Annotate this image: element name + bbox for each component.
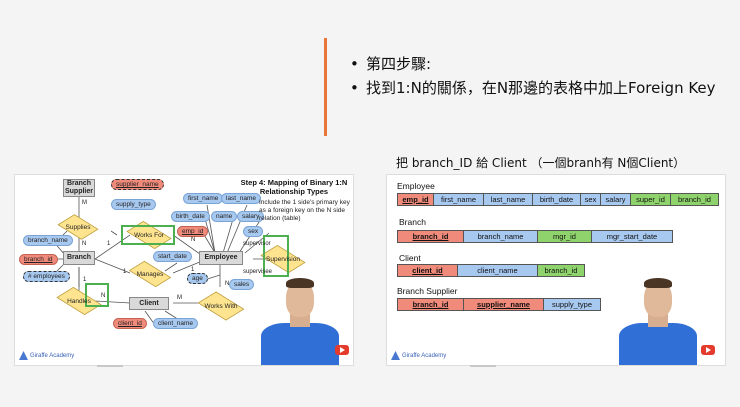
attr-supplier-name[interactable]: supplier_name	[111, 179, 164, 190]
logo-text: Giraffe Academy	[402, 352, 447, 359]
attr-age[interactable]: age	[187, 273, 208, 284]
accent-divider	[324, 38, 327, 136]
step-subtitle: 把 branch_ID 給 Client （一個branh有 N個Client）	[396, 156, 686, 170]
attr-branch-id[interactable]: branch_id	[19, 254, 58, 265]
card-n-works-with: N	[225, 281, 230, 287]
col-birth-date: birth_date	[533, 194, 581, 205]
col-branch-id-fk: branch_id	[538, 265, 584, 276]
card-m-supplies: M	[82, 200, 87, 206]
seek-bar-right[interactable]	[470, 365, 496, 367]
entity-branch-supplier[interactable]: Branch Supplier	[63, 179, 95, 197]
card-1-manages-emp: 1	[191, 267, 195, 273]
entity-employee[interactable]: Employee	[199, 251, 243, 265]
step-body: Include the 1 side's primary key as a fo…	[259, 199, 350, 222]
table-employee: emp_id first_name last_name birth_date s…	[397, 193, 719, 206]
presenter-hair	[644, 278, 672, 288]
col-salary: salary	[601, 194, 631, 205]
attr-client-id[interactable]: client_id	[113, 318, 147, 329]
label-supervisor: supervisor	[243, 241, 271, 247]
label-supervisee: supervisee	[243, 269, 273, 275]
rel-supplies[interactable]: Supplies	[61, 215, 95, 239]
rel-manages[interactable]: Manages	[131, 263, 169, 285]
table-name-branch-supplier: Branch Supplier	[397, 286, 458, 296]
table-name-client: Client	[399, 253, 421, 263]
attr-last-name[interactable]: last_name	[221, 193, 261, 204]
col-last-name: last_name	[484, 194, 533, 205]
attr-sales[interactable]: sales	[229, 279, 255, 290]
step-title: Step 4: Mapping of Binary 1:N Relationsh…	[240, 178, 348, 196]
giraffe-academy-logo: Giraffe Academy	[19, 351, 74, 360]
bullet-instruction: 找到1:N的關係，在N那邊的表格中加上Foreign Key	[350, 76, 730, 100]
attr-supply-type[interactable]: supply_type	[111, 199, 156, 210]
table-branch-supplier: branch_id supplier_name supply_type	[397, 298, 601, 311]
card-m-works-with: M	[177, 295, 182, 301]
seek-bar-left[interactable]	[97, 365, 123, 367]
col-emp-id: emp_id	[398, 194, 434, 205]
attr-client-name[interactable]: client_name	[153, 318, 199, 329]
presenter-hair	[286, 278, 314, 288]
presenter-video	[613, 275, 703, 365]
col-super-id: super_id	[631, 194, 671, 205]
card-n-works-for: N	[191, 237, 196, 243]
col-client-id: client_id	[398, 265, 458, 276]
logo-text: Giraffe Academy	[30, 352, 75, 359]
highlight-supervision	[263, 235, 289, 277]
attr-sex[interactable]: sex	[243, 226, 264, 237]
entity-branch[interactable]: Branch	[63, 251, 95, 265]
rel-handles[interactable]: Handles	[59, 289, 99, 313]
col-client-name: client_name	[458, 265, 538, 276]
attr-start-date[interactable]: start_date	[153, 251, 192, 262]
card-1-handles: 1	[83, 277, 87, 283]
presenter-video	[255, 275, 345, 365]
col-branch-id: branch_id	[671, 194, 718, 205]
attr-first-name[interactable]: first_name	[183, 193, 224, 204]
presenter-body	[261, 323, 339, 365]
card-1-works-for: 1	[107, 241, 111, 247]
attr-salary[interactable]: salary	[237, 211, 265, 222]
bullet-step: 第四步驟:	[350, 52, 730, 76]
giraffe-logo-icon	[19, 351, 28, 360]
rel-supervision[interactable]: Supervision	[263, 247, 303, 271]
entity-client[interactable]: Client	[129, 297, 169, 310]
card-1-manages: 1	[123, 269, 127, 275]
table-name-employee: Employee	[397, 181, 435, 191]
schema-video[interactable]: Employee emp_id first_name last_name bir…	[386, 174, 726, 366]
attr-employees[interactable]: # employees	[23, 271, 70, 282]
table-branch: branch_id branch_name mgr_id mgr_start_d…	[397, 230, 673, 243]
attr-name[interactable]: name	[211, 211, 238, 222]
attr-branch-name[interactable]: branch_name	[23, 235, 73, 246]
giraffe-academy-logo: Giraffe Academy	[391, 351, 446, 360]
col-supplier-name: supplier_name	[464, 299, 544, 310]
rel-works-for[interactable]: Works For	[129, 223, 169, 247]
highlight-works-for	[121, 225, 175, 245]
youtube-icon[interactable]	[701, 345, 715, 355]
col-branch-name: branch_name	[464, 231, 538, 242]
col-mgr-start-date: mgr_start_date	[592, 231, 672, 242]
bullet-list: 第四步驟: 找到1:N的關係，在N那邊的表格中加上Foreign Key	[350, 52, 730, 100]
col-sex: sex	[581, 194, 601, 205]
card-n-supplies: N	[82, 241, 87, 247]
card-n-handles: N	[101, 293, 106, 299]
youtube-icon[interactable]	[335, 345, 349, 355]
highlight-handles	[85, 283, 109, 307]
rel-works-with[interactable]: Works With	[201, 293, 241, 319]
table-client: client_id client_name branch_id	[397, 264, 585, 277]
presenter-body	[619, 323, 697, 365]
col-branch-id: branch_id	[398, 231, 464, 242]
giraffe-logo-icon	[391, 351, 400, 360]
col-branch-id: branch_id	[398, 299, 464, 310]
col-mgr-id: mgr_id	[538, 231, 592, 242]
attr-emp-id[interactable]: emp_id	[177, 226, 209, 237]
col-first-name: first_name	[434, 194, 484, 205]
table-name-branch: Branch	[399, 217, 426, 227]
col-supply-type: supply_type	[544, 299, 600, 310]
er-diagram-video[interactable]: Branch Supplier supplier_name supply_typ…	[14, 174, 354, 366]
attr-birth-date[interactable]: birth_date	[171, 211, 210, 222]
